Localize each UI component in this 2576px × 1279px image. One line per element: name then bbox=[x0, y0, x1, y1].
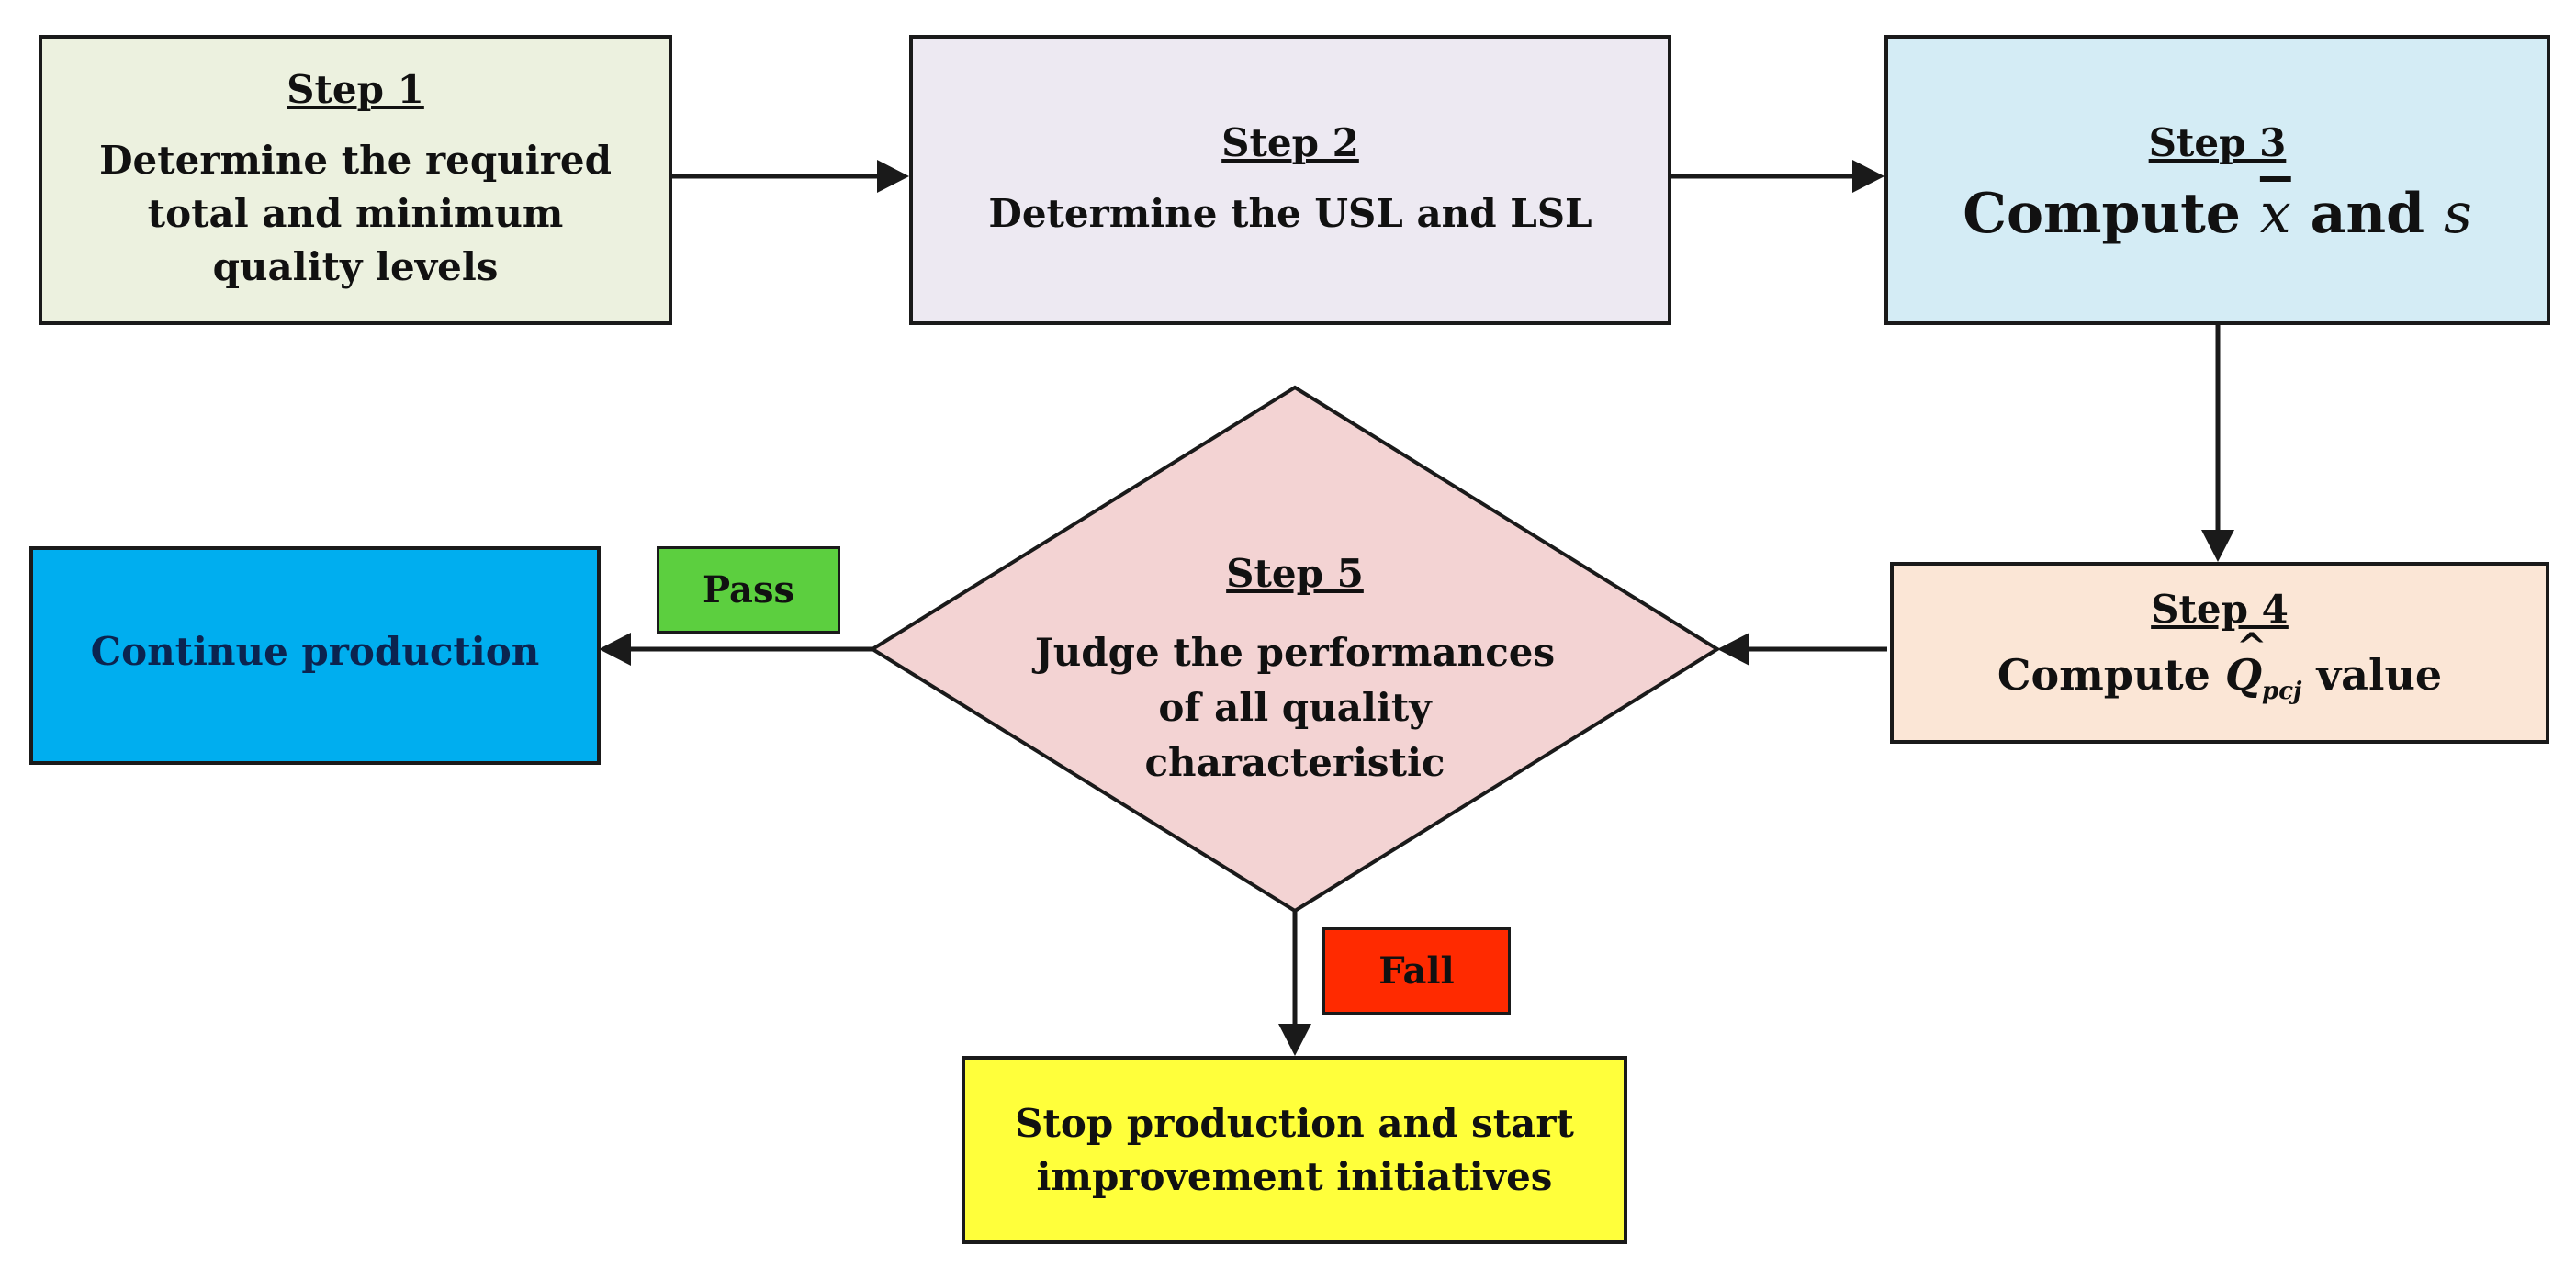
fall-label: Fall bbox=[1378, 949, 1455, 993]
arrowhead-step2 bbox=[877, 160, 909, 193]
step2-box: Step 2 Determine the USL and LSL bbox=[909, 35, 1671, 325]
arrowhead-step3 bbox=[1852, 160, 1884, 193]
step4-box: Step 4 Compute ^Qpcj value bbox=[1890, 562, 2549, 744]
step2-text: Determine the USL and LSL bbox=[988, 190, 1592, 236]
step1-box: Step 1 Determine the required total and … bbox=[39, 35, 672, 325]
q-hat-mark: ^ bbox=[2235, 625, 2267, 669]
step2-title: Step 2 bbox=[1221, 119, 1359, 165]
stop-production-text: Stop production and start improvement in… bbox=[1015, 1100, 1574, 1199]
step3-box: Step 3 Compute x and s bbox=[1884, 35, 2550, 325]
arrowhead-step5 bbox=[1717, 633, 1749, 666]
pass-label: Pass bbox=[703, 568, 794, 611]
q-subscript: pcj bbox=[2262, 678, 2302, 706]
q-letter: Q bbox=[2224, 650, 2263, 701]
fall-tag: Fall bbox=[1322, 927, 1511, 1015]
step4-text-suffix: value bbox=[2301, 650, 2443, 701]
arrowhead-step4 bbox=[2201, 530, 2234, 562]
continue-production-text: Continue production bbox=[90, 629, 540, 674]
step3-text-mid: and bbox=[2290, 181, 2444, 246]
pass-tag: Pass bbox=[657, 546, 840, 634]
step5-title: Step 5 bbox=[1226, 551, 1364, 596]
step1-text: Determine the required total and minimum… bbox=[99, 137, 612, 289]
step3-title: Step 3 bbox=[2148, 119, 2287, 165]
step4-title: Step 4 bbox=[2151, 587, 2289, 633]
step5-diamond bbox=[869, 385, 1721, 914]
s-symbol: s bbox=[2443, 181, 2472, 246]
step1-title: Step 1 bbox=[287, 66, 424, 112]
q-hat-symbol: ^Qpcj bbox=[2224, 625, 2302, 718]
xbar-symbol: x bbox=[2259, 181, 2291, 246]
stop-production-box: Stop production and start improvement in… bbox=[962, 1056, 1627, 1244]
step5-content: Step 5 Judge the performances of all qua… bbox=[955, 551, 1635, 791]
step4-text: Compute ^Qpcj value bbox=[1997, 625, 2443, 718]
step4-text-prefix: Compute bbox=[1997, 650, 2225, 701]
continue-production-box: Continue production bbox=[29, 546, 601, 765]
arrowhead-continue bbox=[599, 633, 631, 666]
step5-text: Judge the performances of all quality ch… bbox=[1034, 630, 1556, 785]
arrowhead-stop bbox=[1278, 1024, 1311, 1056]
step3-text-prefix: Compute bbox=[1963, 181, 2260, 246]
step3-text: Compute x and s bbox=[1963, 186, 2472, 241]
